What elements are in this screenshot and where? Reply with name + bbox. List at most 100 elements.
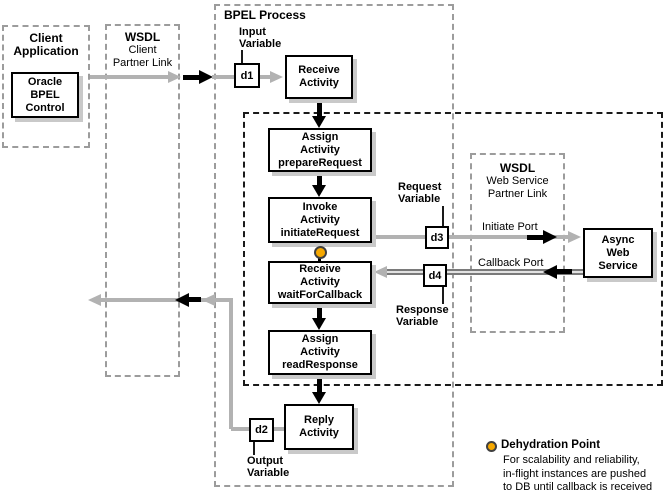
reply-line-to-client [100,298,233,302]
client-application-title-line1: Client [29,31,63,45]
reply-gray-arrowhead-mid [202,294,215,306]
initiate-port-label: Initiate Port [482,221,538,233]
request-flow-line-from-d1 [260,75,270,79]
response-variable-line2: Variable [396,316,439,328]
assign-read-line2: Activity [300,346,340,358]
wsdl-client-subtitle-line2: Partner Link [112,57,173,69]
input-variable-label: Input Variable [239,26,281,50]
callback-line-to-wait [386,269,423,275]
reply-gray-arrowhead-client [88,294,101,306]
oracle-control-line2: BPEL [30,88,60,101]
receive-activity-box: Receive Activity [285,55,353,99]
client-application-title-line2: Application [13,44,79,58]
initiate-line-from-d3 [449,235,568,239]
reply-line2: Activity [299,427,339,439]
request-variable-line2: Variable [398,193,441,205]
request-variable-line1: Request [398,181,442,193]
flow-arrow-assignread-to-reply-shaft [317,374,322,393]
reply-activity-box: Reply Activity [284,404,354,450]
client-application-box: Client Application [2,25,90,148]
async-ws-line2: Web [606,246,630,259]
legend-desc-line2: in-flight instances are pushed [503,467,647,480]
initiate-gray-arrowhead [568,231,581,243]
request-flow-line-to-d1 [212,75,234,79]
flow-arrow-assign-to-invoke-shaft [317,172,322,186]
wsdl-web-service-partner-link-box: WSDL Web Service Partner Link [470,153,565,333]
wait-line1: Receive [299,263,341,275]
output-variable-line1: Output [247,455,284,467]
flow-arrow-wait-to-assignread-head [312,318,326,330]
callback-black-arrow-shaft [556,269,572,274]
wsdl-ws-subtitle-line2: Partner Link [487,188,548,200]
wsdl-client-title: WSDL [124,30,161,44]
flow-arrow-receive-to-assign-head [312,116,326,128]
invoke-initiaterequest-box: Invoke Activity initiateRequest [268,197,372,243]
flow-arrow-receive-to-assign-shaft [317,99,322,117]
async-web-service-box: Async Web Service [583,228,653,278]
flow-arrow-wait-to-assignread-shaft [317,304,322,319]
wait-line3: waitForCallback [277,289,363,301]
invoke-line3: initiateRequest [280,226,360,239]
output-variable-line2: Variable [247,467,290,479]
wsdl-ws-title: WSDL [499,161,536,175]
legend-dehydration-dot [486,441,497,452]
bpel-process-box [214,4,454,487]
d1-variable-box: d1 [234,63,260,88]
callback-line-from-async [447,269,584,275]
initiate-black-arrow-shaft [527,235,544,240]
input-variable-line1: Input [239,26,266,38]
assign-prepare-line1: Assign [301,130,339,143]
input-variable-connector [241,50,243,63]
oracle-control-line1: Oracle [27,75,63,88]
reply-line-vertical [229,300,233,429]
bpel-process-label: BPEL Process [224,8,306,22]
async-ws-line3: Service [598,259,638,272]
wait-line2: Activity [300,276,340,288]
callback-black-arrowhead [543,265,557,279]
assign-read-line3: readResponse [282,359,358,371]
assign-preparerequest-box: Assign Activity prepareRequest [268,128,372,172]
assign-prepare-line2: Activity [300,143,340,156]
request-flow-line-client [90,75,172,79]
oracle-control-line3: Control [25,101,65,114]
async-scope-box [243,112,663,386]
legend-description: For scalability and reliability, in-flig… [503,454,652,492]
legend-desc-line3: to DB until callback is received [503,481,653,492]
request-flow-black-arrow-shaft [183,75,200,80]
d3-variable-box: d3 [425,226,449,249]
assign-prepare-line3: prepareRequest [278,156,362,169]
reply-line1: Reply [304,414,334,426]
assign-readresponse-box: Assign Activity readResponse [268,330,372,375]
request-variable-label: Request Variable [398,181,441,205]
output-variable-label: Output Variable [247,455,289,479]
invoke-line1: Invoke [302,200,338,213]
invoke-line2: Activity [300,213,340,226]
request-variable-connector [442,206,444,226]
output-variable-connector [253,442,255,455]
request-flow-black-arrowhead [199,70,213,84]
receive-activity-line2: Activity [299,77,339,89]
reply-black-arrowhead [175,293,189,307]
response-variable-label: Response Variable [396,304,449,328]
client-application-title: Client Application [4,27,88,58]
assign-read-line1: Assign [301,333,339,345]
response-variable-connector [442,287,444,304]
initiate-line-to-d3 [372,235,425,239]
legend-desc-line1: For scalability and reliability, [503,454,640,466]
request-flow-gray-arrowhead-1 [168,71,181,83]
callback-gray-arrowhead [374,266,387,278]
input-variable-line2: Variable [239,38,282,50]
d2-variable-box: d2 [249,418,274,442]
d4-variable-box: d4 [423,264,447,287]
request-flow-gray-arrowhead-2 [270,71,283,83]
wsdl-client-subtitle-line1: Client [128,44,157,56]
wsdl-client-partner-link-box: WSDL Client Partner Link [105,24,180,377]
wsdl-ws-subtitle-line1: Web Service [486,175,549,187]
receive-activity-line1: Receive [298,64,340,76]
dehydration-point-dot [314,246,327,259]
callback-port-label: Callback Port [478,257,544,269]
flow-arrow-assignread-to-reply-head [312,392,326,404]
flow-arrow-assign-to-invoke-head [312,185,326,197]
response-variable-line1: Response [396,304,449,316]
